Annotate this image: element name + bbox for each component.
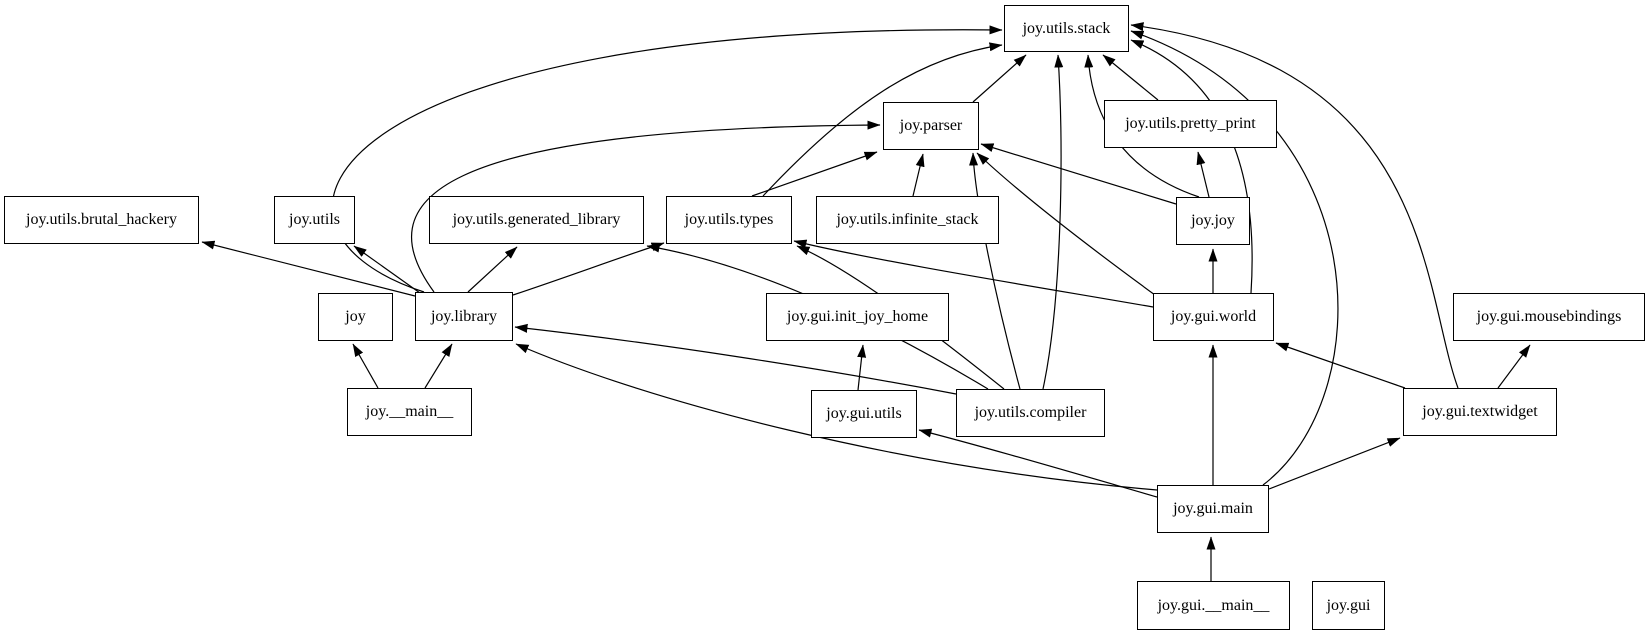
edge-joy_gui_world-to-joy_utils_stack — [1130, 39, 1253, 294]
node-joy: joy — [318, 293, 393, 341]
node-joy_utils_types: joy.utils.types — [666, 196, 792, 244]
edge-joy_library-to-joy_utils_types — [512, 242, 665, 296]
node-label-joy_gui_mousebindings: joy.gui.mousebindings — [1476, 308, 1622, 325]
edge-joy_gui_world-to-joy_parser — [976, 152, 1156, 296]
node-label-joy_gui: joy.gui — [1326, 596, 1371, 614]
edge-joy_library-to-joy_utils_brutal_hackery — [201, 240, 416, 297]
node-joy_utils_generated_library: joy.utils.generated_library — [429, 196, 644, 244]
node-label-joy: joy — [345, 308, 366, 325]
node-joy_library: joy.library — [415, 292, 513, 341]
edge-joy_gui_textwidget-to-joy_gui_mousebindings — [1497, 344, 1531, 389]
edge-joy_utils_compiler-to-joy_library — [514, 323, 957, 395]
node-label-joy_utils_stack: joy.utils.stack — [1022, 19, 1111, 37]
node-label-joy_utils_pretty_print: joy.utils.pretty_print — [1125, 115, 1256, 132]
edge-joy_dunder_main-to-joy — [352, 343, 379, 389]
node-joy_parser: joy.parser — [883, 102, 979, 150]
node-label-joy_gui_init_joy_home: joy.gui.init_joy_home — [786, 308, 929, 325]
node-label-joy_utils_types: joy.utils.types — [684, 211, 774, 228]
node-joy_gui: joy.gui — [1312, 581, 1385, 630]
edge-joy_gui_textwidget-to-joy_gui_world — [1275, 342, 1406, 389]
edge-joy_utils_types-to-joy_parser — [751, 151, 878, 197]
edge-joy_library-to-joy_utils — [353, 245, 421, 294]
edge-joy_gui_main-to-joy_utils_stack — [1130, 30, 1339, 486]
edge-joy_utils_compiler-to-joy_parser — [969, 152, 1021, 390]
edge-joy_gui_textwidget-to-joy_utils_stack — [1130, 22, 1459, 389]
node-label-joy_gui_main: joy.gui.main — [1173, 500, 1253, 517]
node-joy_joy: joy.joy — [1176, 197, 1250, 245]
node-label-joy_utils_compiler: joy.utils.compiler — [974, 404, 1087, 421]
node-label-joy_parser: joy.parser — [899, 117, 963, 134]
edge-joy_library-to-joy_parser — [411, 120, 881, 293]
node-joy_utils: joy.utils — [274, 196, 355, 244]
node-joy_utils_infinite_stack: joy.utils.infinite_stack — [816, 196, 999, 244]
node-joy_utils_pretty_print: joy.utils.pretty_print — [1104, 100, 1277, 148]
node-label-joy_gui_textwidget: joy.gui.textwidget — [1422, 403, 1538, 420]
edge-joy_library-to-joy_utils_stack — [331, 25, 1003, 293]
node-label-joy_gui_dunder_main: joy.gui.__main__ — [1157, 596, 1270, 614]
edge-joy_utils_compiler-to-joy_utils_stack — [1042, 54, 1064, 390]
edge-joy_utils_infinite_stack-to-joy_parser — [912, 153, 925, 197]
edge-joy_dunder_main-to-joy_library — [424, 343, 453, 389]
node-joy_utils_compiler: joy.utils.compiler — [956, 389, 1105, 437]
edge-joy_library-to-joy_utils_generated_library — [467, 246, 518, 293]
node-joy_utils_brutal_hackery: joy.utils.brutal_hackery — [4, 196, 199, 244]
node-joy_gui_dunder_main: joy.gui.__main__ — [1137, 581, 1290, 630]
node-label-joy_gui_utils: joy.gui.utils — [826, 405, 902, 422]
edge-joy_gui_main-to-joy_library — [515, 343, 1158, 491]
node-joy_gui_init_joy_home: joy.gui.init_joy_home — [766, 293, 949, 341]
node-joy_gui_utils: joy.gui.utils — [811, 390, 917, 438]
edge-joy_parser-to-joy_utils_stack — [972, 54, 1027, 103]
edge-joy_gui_main-to-joy_gui_textwidget — [1268, 437, 1401, 490]
edge-joy_gui_utils-to-joy_gui_init_joy_home — [857, 344, 867, 391]
node-label-joy_utils: joy.utils — [289, 211, 340, 228]
edge-joy_joy-to-joy_parser — [980, 143, 1177, 205]
node-label-joy_dunder_main: joy.__main__ — [365, 403, 454, 420]
edge-joy_joy-to-joy_utils_pretty_print — [1196, 151, 1210, 198]
node-label-joy_utils_brutal_hackery: joy.utils.brutal_hackery — [26, 211, 177, 228]
node-label-joy_joy: joy.joy — [1191, 212, 1235, 229]
node-joy_utils_stack: joy.utils.stack — [1004, 5, 1129, 52]
node-label-joy_gui_world: joy.gui.world — [1170, 308, 1257, 325]
node-joy_gui_world: joy.gui.world — [1153, 293, 1274, 341]
node-label-joy_utils_infinite_stack: joy.utils.infinite_stack — [836, 211, 979, 228]
node-joy_gui_mousebindings: joy.gui.mousebindings — [1453, 293, 1645, 341]
edge-joy_utils_types-to-joy_utils_stack — [762, 42, 1003, 197]
node-joy_gui_textwidget: joy.gui.textwidget — [1403, 388, 1557, 436]
node-joy_dunder_main: joy.__main__ — [347, 388, 472, 436]
node-label-joy_utils_generated_library: joy.utils.generated_library — [452, 211, 621, 228]
node-joy_gui_main: joy.gui.main — [1157, 485, 1269, 533]
node-label-joy_library: joy.library — [430, 307, 498, 325]
edge-joy_gui_world-to-joy_utils_types — [793, 239, 1154, 308]
edge-joy_utils_pretty_print-to-joy_utils_stack — [1102, 54, 1159, 101]
